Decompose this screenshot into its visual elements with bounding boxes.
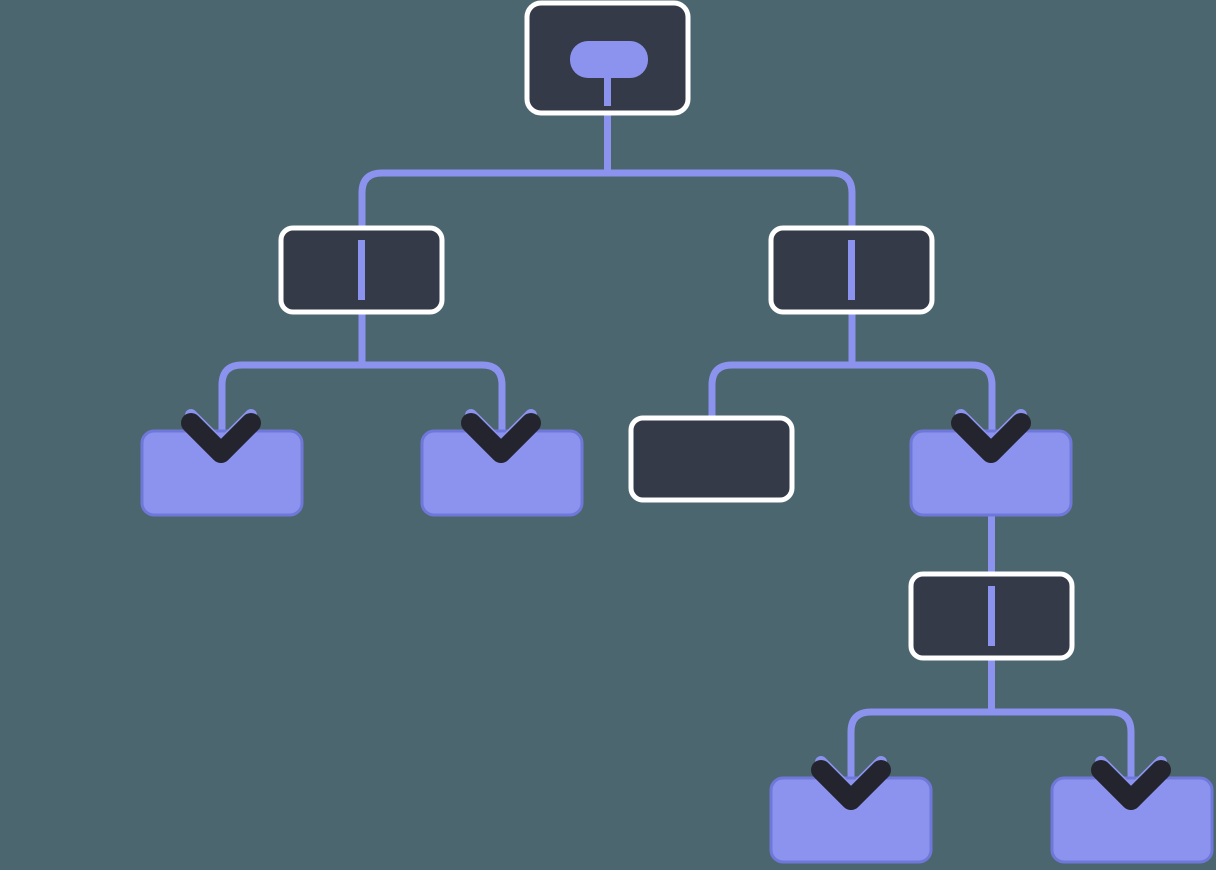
arrowheads-layer	[181, 409, 1171, 810]
leaf-node-2[interactable]	[420, 429, 584, 517]
edge-deep-branch-to-leaf-4	[847, 708, 992, 788]
edge-root-to-right-branch	[607, 169, 856, 232]
root-node-pill-badge[interactable]	[570, 41, 648, 78]
branch-node-right-inner-connector	[848, 240, 855, 300]
edge-deep-branch-to-leaf-5	[991, 708, 1135, 788]
arrowhead-leaf-3-front-chevron	[951, 413, 1031, 463]
branch-node-left-inner-connector	[358, 240, 365, 300]
branch-node-right[interactable]	[768, 225, 935, 315]
edge-left-branch-to-leaf-2	[362, 361, 506, 441]
branch-node-deep-inner-connector	[988, 586, 995, 646]
root-node-stem-connector	[604, 60, 611, 106]
arrowhead-leaf-4	[811, 756, 891, 810]
arrowhead-leaf-1-front-chevron	[181, 413, 261, 463]
leaf-node-5[interactable]	[1050, 776, 1214, 864]
arrowhead-leaf-4-front-chevron	[811, 760, 891, 810]
edge-right-branch-to-empty-node	[708, 361, 852, 424]
edge-root-to-left-branch	[358, 169, 608, 232]
arrowhead-leaf-1	[181, 409, 261, 463]
leaf-node-5-surface[interactable]	[1050, 776, 1214, 864]
arrowhead-leaf-2	[461, 409, 541, 463]
leaf-node-1-surface[interactable]	[140, 429, 304, 517]
edge-left-branch-to-leaf-1	[218, 361, 362, 441]
branch-node-deep[interactable]	[908, 571, 1075, 661]
leaf-node-3[interactable]	[909, 429, 1073, 517]
empty-dark-node-surface[interactable]	[628, 415, 795, 503]
arrowhead-leaf-5	[1091, 756, 1171, 810]
leaf-node-2-surface[interactable]	[420, 429, 584, 517]
edges-layer	[218, 106, 1135, 788]
arrowhead-leaf-5-front-chevron	[1091, 760, 1171, 810]
arrowhead-leaf-3	[951, 409, 1031, 463]
branch-node-left[interactable]	[278, 225, 445, 315]
leaf-node-4-surface[interactable]	[769, 776, 933, 864]
empty-dark-node[interactable]	[628, 415, 795, 503]
edge-right-branch-to-leaf-3	[852, 361, 996, 441]
root-node[interactable]	[524, 0, 691, 116]
leaf-node-4[interactable]	[769, 776, 933, 864]
leaf-node-3-surface[interactable]	[909, 429, 1073, 517]
arrowhead-leaf-2-front-chevron	[461, 413, 541, 463]
nodes-layer	[140, 0, 1214, 864]
leaf-node-1[interactable]	[140, 429, 304, 517]
